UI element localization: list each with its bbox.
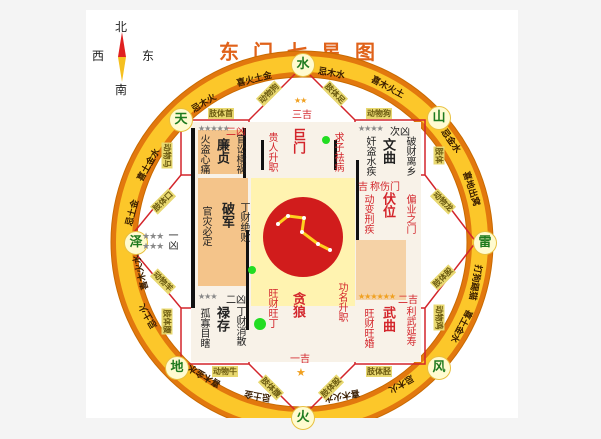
gua-shan: 山 [427,106,451,130]
gua-lei: 雷 [473,231,497,255]
palace-rating: 二吉 [398,295,418,306]
diagram-canvas: 北 西 东 南 东门七星图 [86,10,518,430]
palace-star: 伏位 [380,192,395,218]
palace-right-text: 丁财绝败 [238,202,249,242]
palace-left-text: 旺财旺婚 [362,308,373,348]
palace-rating: 吉 [358,182,368,193]
room-nw [198,130,243,174]
palace-right-text: 偏业之门 [404,194,415,234]
palace-left-text: 旺财旺丁 [266,288,277,328]
compass-west: 西 [92,49,105,63]
palace-left-text: 奸盗水疾 [364,136,375,176]
palace-right-text: 利武延寿 [404,306,415,346]
taiji-center-icon [263,197,343,277]
green-marker-icon [248,266,256,274]
palace-right-text: 破财离乡 [404,136,415,176]
wall [191,128,195,308]
palace-star: 贪狼 [290,292,305,318]
palace-rating: 二凶 [226,127,246,138]
palace-left-text: 官灾必定 [200,206,211,246]
palace-star: 破军 [219,202,234,228]
body-tag: 肢体胫 [366,366,392,377]
compass-north: 北 [115,20,128,34]
body-tag: 肢体 [433,146,445,165]
body-tag: 动物牛 [212,366,238,377]
palace-left-text: 贵人升职 [266,132,277,172]
palace-star: 廉贞 [214,138,229,164]
body-tag: 肢体首 [208,108,234,119]
wall [261,140,264,170]
body-tag: 动物鸡 [433,304,445,331]
rating-stars-icon: ★★★★★★ [358,292,396,301]
palace-right-text: 丁财消散 [234,306,245,346]
gua-ze: 泽 [124,231,148,255]
palace-star: 巨门 [290,128,305,154]
rating-stars-icon: ★★★ [198,292,217,301]
compass-needle-icon [118,32,126,82]
room-e [356,240,406,300]
green-marker-icon [322,136,330,144]
wall [243,128,246,178]
rating-stars-icon: ★★★★★ [198,124,230,133]
wall [334,140,337,170]
palace-right-text: 功名升职 [336,282,347,322]
rating-stars-icon: ★★ [294,96,307,105]
body-tag: 肢体腹 [161,308,173,335]
body-tag: 动物马 [161,142,173,169]
room-w [198,178,248,286]
palace-rating: 二凶 [226,295,246,306]
gua-shui: 水 [291,53,315,77]
palace-right-text: 求子祛病 [332,132,343,172]
palace-header: 称伤门 [370,182,400,193]
palace-rating: 次凶 [390,127,410,138]
palace-star: 文曲 [380,138,395,164]
gua-huo: 火 [291,406,315,430]
palace-right-text: 官讼横祸 [234,134,245,174]
gua-di: 地 [165,356,189,380]
rating-stars-icon: ★ [296,366,306,379]
compass-east: 东 [142,49,155,63]
palace-rating: 一吉 [290,354,310,365]
gua-tian: 天 [169,108,193,132]
rating-stars-icon: ★★★★ [358,124,384,133]
palace-star: 禄存 [214,306,229,332]
gua-feng: 风 [427,356,451,380]
rating-stars-icon: ★★★★★★ [142,232,164,252]
palace-left-text: 火盗心痛 [198,134,209,174]
body-tag: 动物狗 [366,108,392,119]
palace-left-text: 动变刑疾 [362,194,373,234]
compass-south: 南 [115,83,128,97]
green-marker-icon [254,318,266,330]
wall [246,230,249,330]
palace-star: 武曲 [380,306,395,332]
palace-rating: 三吉 [292,110,312,121]
palace-rating: 一凶 [166,230,177,250]
palace-left-text: 孤寡目瞎 [198,308,209,348]
wall [356,160,359,240]
